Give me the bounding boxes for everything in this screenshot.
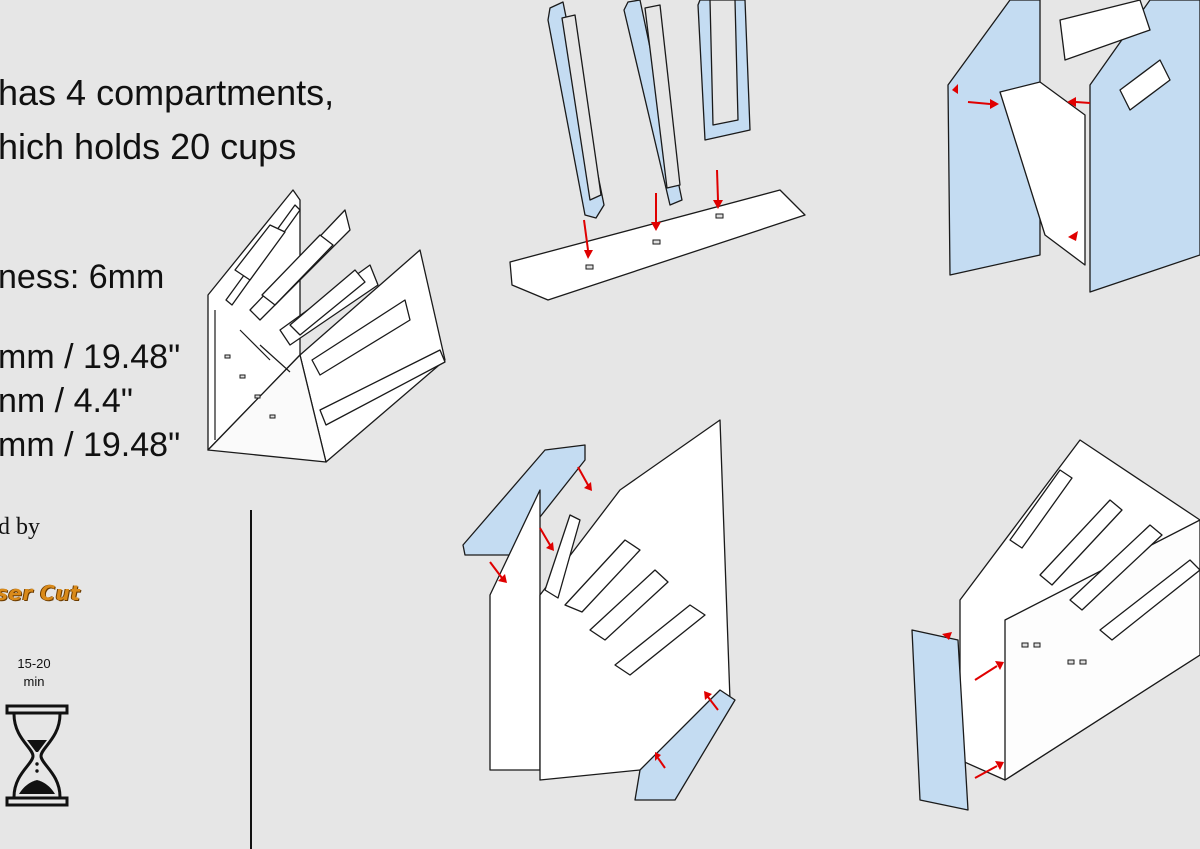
description-line-1: has 4 compartments,: [0, 72, 335, 113]
time-value: 15-20: [17, 656, 51, 671]
description-line-2: hich holds 20 cups: [0, 126, 297, 167]
designed-by-label: d by: [0, 514, 40, 540]
dimension-width: nm / 4.4": [0, 382, 133, 420]
brand-logo: ser Cut: [0, 581, 81, 605]
step-4-illustration: [911, 439, 1200, 811]
thickness-label: ness: 6mm: [0, 258, 165, 296]
hourglass-icon: [5, 704, 69, 808]
panel-divider: [250, 510, 252, 849]
assembled-holder-illustration: [207, 189, 446, 463]
step-2-illustration: [947, 0, 1200, 293]
dimension-height: mm / 19.48": [0, 426, 181, 464]
step-3-illustration: [462, 419, 736, 801]
dimension-length: mm / 19.48": [0, 338, 181, 376]
step-1-illustration: [509, 0, 806, 301]
time-unit: min: [23, 674, 45, 689]
